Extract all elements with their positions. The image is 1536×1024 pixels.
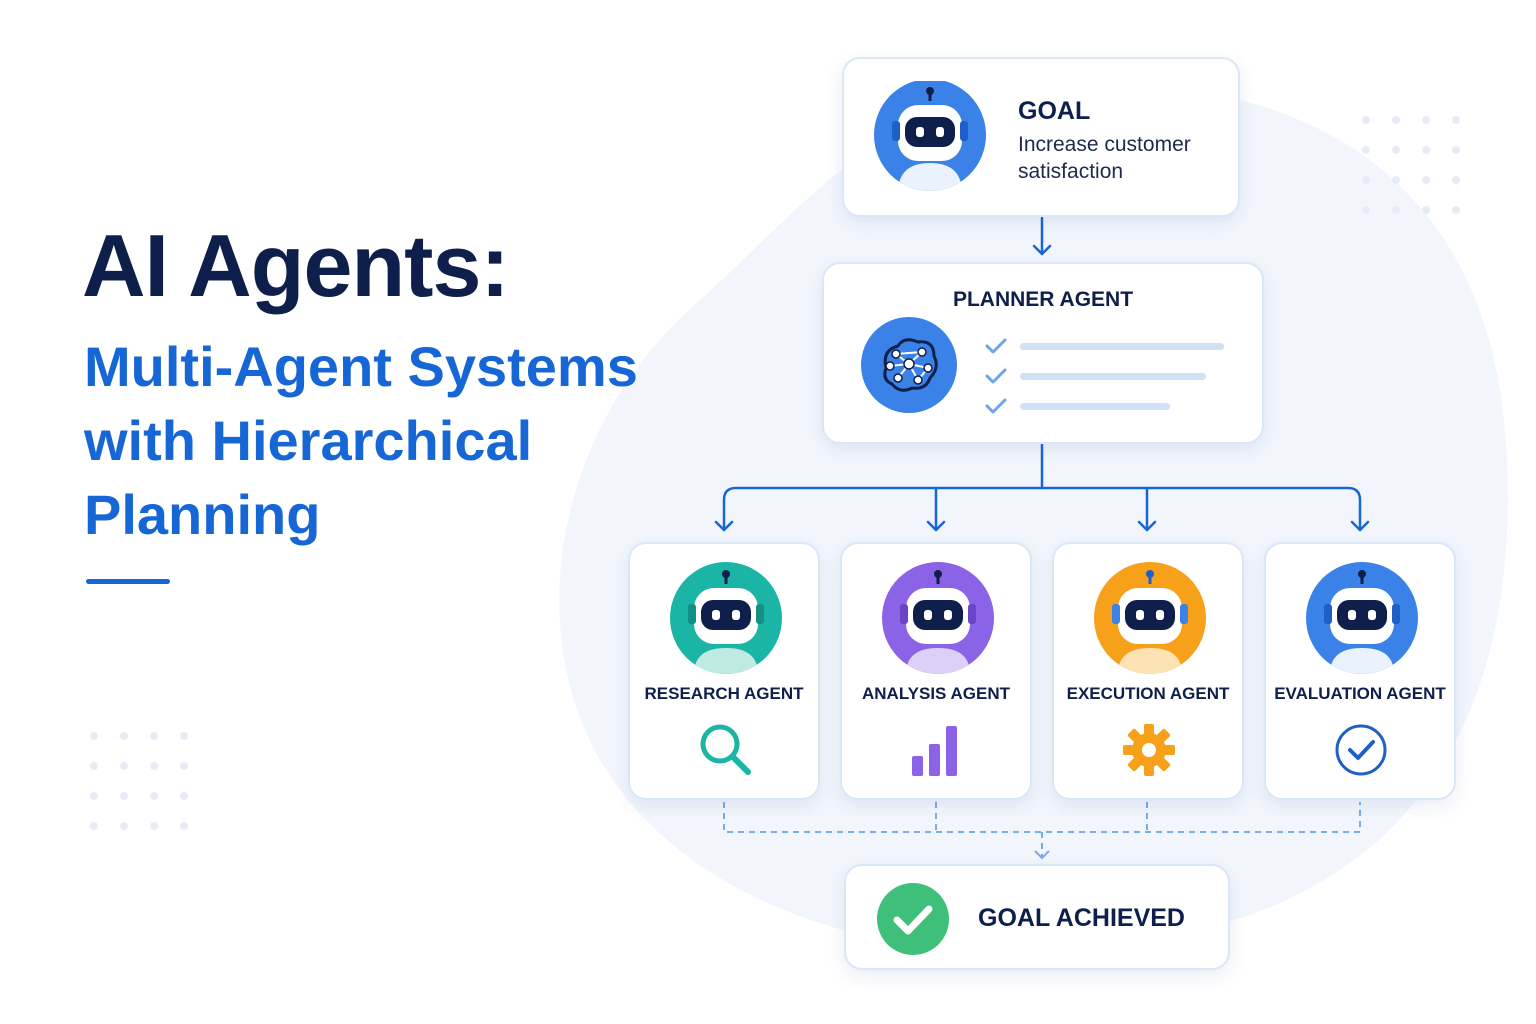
- task-bar: [1020, 402, 1170, 410]
- subtitle-line: with Hierarchical: [84, 409, 533, 472]
- title-underline: [86, 579, 170, 584]
- goal-card: GOAL Increase customer satisfaction: [842, 57, 1240, 217]
- task-bar: [1020, 372, 1206, 380]
- robot-icon: [670, 562, 782, 674]
- dot-grid-top-right: [1362, 116, 1460, 214]
- robot-icon: [1094, 562, 1206, 674]
- task-item: [984, 336, 1224, 356]
- dashed-merge: [723, 802, 1361, 858]
- robot-icon: [1306, 562, 1418, 674]
- goal-to-planner-arrow: [1032, 216, 1052, 256]
- agent-label: RESEARCH AGENT: [644, 684, 804, 703]
- agent-label: EXECUTION AGENT: [1066, 684, 1230, 703]
- evaluation-agent-card: EVALUATION AGENT: [1264, 542, 1456, 800]
- check-icon: [985, 398, 1007, 414]
- subtitle-line: Planning: [84, 483, 321, 546]
- network-brain-icon: [861, 317, 957, 413]
- planner-title: PLANNER AGENT: [952, 288, 1134, 311]
- analysis-agent-card: ANALYSIS AGENT: [840, 542, 1032, 800]
- execution-agent-card: EXECUTION AGENT: [1052, 542, 1244, 800]
- goal-title: GOAL: [1018, 97, 1091, 125]
- task-bar: [1020, 342, 1224, 350]
- task-item: [984, 396, 1170, 416]
- planner-card: PLANNER AGENT: [822, 262, 1264, 444]
- research-agent-card: RESEARCH AGENT: [628, 542, 820, 800]
- goal-description: Increase customer satisfaction: [1018, 133, 1191, 183]
- page-title: AI Agents:: [82, 216, 510, 315]
- subtitle-line: Multi-Agent Systems: [84, 335, 638, 398]
- check-circle-icon: [1335, 724, 1387, 776]
- goal-achieved-label: GOAL ACHIEVED: [978, 904, 1185, 932]
- magnifier-icon: [700, 724, 751, 775]
- goal-achieved-card: GOAL ACHIEVED: [844, 864, 1230, 970]
- task-item: [984, 366, 1206, 386]
- agent-label: EVALUATION AGENT: [1274, 684, 1446, 703]
- check-badge-icon: [877, 883, 949, 955]
- dot-grid-bottom-left: [90, 732, 188, 830]
- robot-icon: [882, 562, 994, 674]
- bar-chart-icon: [912, 726, 957, 776]
- gear-icon: [1123, 724, 1175, 776]
- branch-arrowheads: [714, 520, 1370, 532]
- page-subtitle: Multi-Agent Systems with Hierarchical Pl…: [84, 330, 704, 552]
- check-icon: [985, 368, 1007, 384]
- check-icon: [985, 338, 1007, 354]
- robot-icon: [874, 81, 986, 191]
- branch-bus: [722, 486, 1362, 532]
- agent-label: ANALYSIS AGENT: [862, 684, 1010, 703]
